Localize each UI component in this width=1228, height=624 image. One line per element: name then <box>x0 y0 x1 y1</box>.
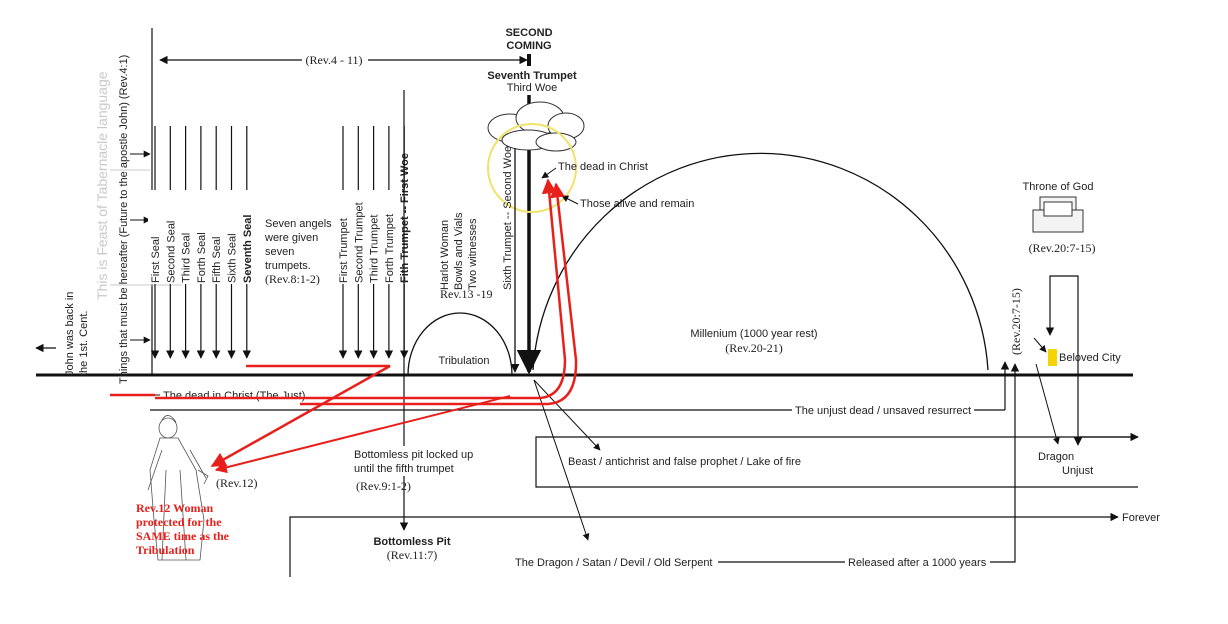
hereafter-label: Things that must be hereafter (Future to… <box>118 55 130 384</box>
beast-box <box>535 436 1138 488</box>
second-coming-marker <box>527 54 531 66</box>
rapture-red-1 <box>155 178 567 400</box>
second-coming-label-1: SECOND <box>505 27 552 39</box>
third-woe-label: Third Woe <box>507 82 558 94</box>
throne-icon <box>1032 196 1084 233</box>
bowls-label: Bowls and Vials <box>453 212 465 290</box>
woman-label-3: SAME time as the <box>136 529 230 543</box>
dragon-arrow <box>1035 363 1060 445</box>
rapture-circle <box>487 123 577 213</box>
woman-label-4: Tribulation <box>136 543 195 557</box>
rev11-7-label: (Rev.11:7) <box>387 548 437 562</box>
bottomless-locked-2: until the fifth trumpet <box>354 463 454 475</box>
sixth-trumpet-label: Sixth Trumpet -- Second Woe <box>502 146 514 290</box>
seal-label-5: Fifth Seal <box>211 237 223 283</box>
seven-angels-line-2: were given <box>264 232 318 244</box>
dead-in-christ-pointer <box>541 167 557 179</box>
seven-angels-line-4: trumpets. <box>265 260 311 272</box>
alive-remain-label: Those alive and remain <box>580 198 694 210</box>
unjust-label: Unjust <box>1062 465 1093 477</box>
trumpet-label-4: Forth Trumpet <box>384 214 396 283</box>
dead-just-label-text: The dead in Christ (The Just) <box>163 390 305 402</box>
rev20-7-15-label: (Rev.20:7-15) <box>1029 241 1096 255</box>
released-line <box>990 363 1020 563</box>
woman-figure-icon <box>147 415 209 561</box>
trumpet-label-3: Third Trumpet <box>369 215 381 283</box>
millenium-label: Millenium (1000 year rest) <box>690 328 817 340</box>
rev8-label: (Rev.8:1-2) <box>265 272 320 286</box>
beloved-city-marker <box>1048 349 1057 366</box>
red-to-woman-2 <box>214 395 511 474</box>
released-label: Released after a 1000 years <box>848 557 987 569</box>
bottomless-locked-1: Bottomless pit locked up <box>354 449 473 461</box>
beast-label: Beast / antichrist and false prophet / L… <box>568 456 801 468</box>
woman-label-1: Rev.12 Woman <box>136 501 213 515</box>
dragon-label: Dragon <box>1038 451 1074 463</box>
cloud-icon <box>487 101 585 152</box>
rev4-11-label: (Rev.4 - 11) <box>305 53 362 67</box>
trumpet-label-1: First Trumpet <box>338 218 350 283</box>
city-arrow <box>1033 337 1047 353</box>
serpent-pointer <box>533 379 590 541</box>
forever-label: Forever <box>1122 512 1160 524</box>
seal-label-4: Forth Seal <box>196 232 208 283</box>
forever-line <box>289 512 1119 577</box>
throne-connector <box>1045 275 1083 446</box>
trumpet-label-5: Fith Trumpet -- First Woe <box>399 153 411 283</box>
tribulation-label: Tribulation <box>439 355 490 367</box>
beast-pointer <box>533 379 601 451</box>
rev20-21-label: (Rev.20-21) <box>725 341 783 355</box>
throne-label: Throne of God <box>1023 181 1094 193</box>
alive-remain-pointer <box>561 195 579 205</box>
red-to-woman-1 <box>210 364 391 468</box>
beloved-city-label: Beloved City <box>1059 352 1121 364</box>
second-coming-label-2: COMING <box>506 40 551 52</box>
unjust-dead-label: The unjust dead / unsaved resurrect <box>795 405 971 417</box>
harlot-label: Harlot Woman <box>439 220 451 290</box>
dead-in-christ-label: The dead in Christ <box>558 161 648 173</box>
millenium-arc <box>532 152 989 371</box>
seal-label-2: Second Seal <box>165 221 177 283</box>
bottomless-pit-label: Bottomless Pit <box>373 536 450 548</box>
seal-label-1: First Seal <box>150 237 162 283</box>
seventh-trumpet-label: Seventh Trumpet <box>487 70 577 82</box>
seal-label-7: Seventh Seal <box>242 215 254 283</box>
trumpet-label-2: Second Trumpet <box>353 202 365 283</box>
rapture-red-2 <box>300 182 578 406</box>
feast-label: This is Feast of Tabernacle language <box>94 71 110 300</box>
john-label-1: John was back in <box>64 292 76 376</box>
serpent-label: The Dragon / Satan / Devil / Old Serpent <box>515 557 713 569</box>
seal-label-3: Third Seal <box>181 233 193 283</box>
john-label-2: the 1st. Cent. <box>78 311 90 376</box>
rev20-7-15-vertical: (Rev.20:7-15) <box>1009 288 1023 355</box>
woman-label-2: protected for the <box>136 515 222 529</box>
witnesses-label: Two witnesses <box>467 218 479 290</box>
tribulation-arc <box>407 312 513 376</box>
seal-label-6: Sixth Seal <box>227 233 239 283</box>
seven-angels-line-3: seven <box>265 246 294 258</box>
rev12-label: (Rev.12) <box>216 476 258 490</box>
rev9-label: (Rev.9:1-2) <box>356 479 411 493</box>
seven-angels-line-1: Seven angels <box>265 218 332 230</box>
rev13-19-label: Rev.13 -19 <box>440 287 493 301</box>
